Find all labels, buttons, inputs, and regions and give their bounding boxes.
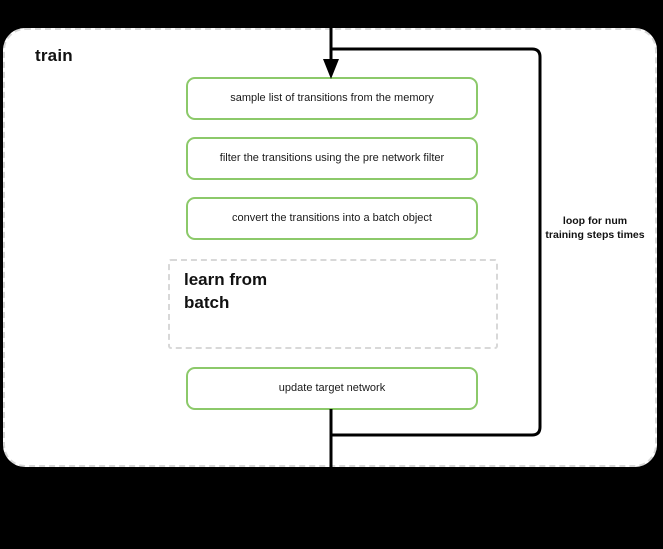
step-box-update-target-network[interactable]: update target network — [186, 367, 478, 410]
step-label: update target network — [278, 381, 386, 394]
loop-caption: loop for num training steps times — [545, 215, 645, 242]
step-label: convert the transitions into a batch obj… — [232, 211, 432, 224]
step-label: sample list of transitions from the memo… — [230, 91, 434, 104]
step-box-sample-transitions[interactable]: sample list of transitions from the memo… — [186, 77, 478, 120]
subprocess-title: learn from batch — [184, 270, 268, 312]
container-title: train — [35, 46, 73, 65]
step-box-convert-batch[interactable]: convert the transitions into a batch obj… — [186, 197, 478, 240]
subprocess-learn-from-batch[interactable]: learn from batch — [168, 259, 498, 349]
step-box-filter-transitions[interactable]: filter the transitions using the pre net… — [186, 137, 478, 180]
step-label: filter the transitions using the pre net… — [219, 151, 445, 164]
